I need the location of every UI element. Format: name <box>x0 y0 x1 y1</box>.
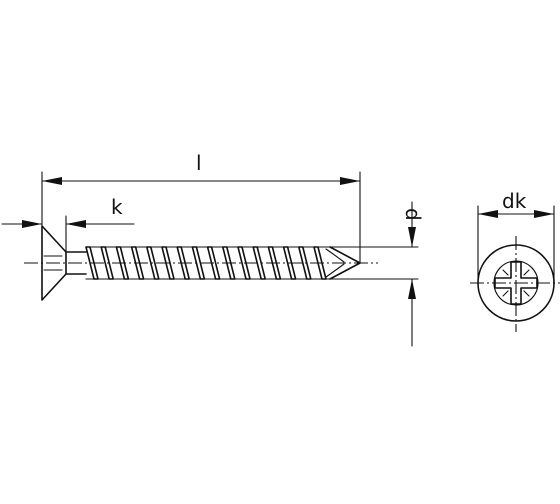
diameter-label: d <box>401 208 425 221</box>
dk-arrow-left <box>478 210 498 218</box>
thread-crest <box>130 246 145 280</box>
thread-crest <box>298 246 312 280</box>
thread-crest <box>267 246 282 280</box>
k-arrow-right <box>66 220 86 228</box>
l-arrow-right <box>340 177 360 185</box>
head-height-label: k <box>111 195 123 219</box>
d-arrow-top <box>408 227 416 247</box>
thread-crest <box>237 246 251 280</box>
tip-thread <box>325 248 345 278</box>
thread-crest <box>252 246 266 280</box>
thread-crest <box>85 246 99 280</box>
pozidriv-tick-2 <box>502 269 509 276</box>
pozidriv-cross-icon <box>494 261 538 305</box>
thread-crest <box>313 246 327 280</box>
screw-side-view: l k d <box>1 151 425 347</box>
thread-crest <box>161 246 175 280</box>
head-diameter-label: dk <box>502 189 527 213</box>
pozidriv-tick-1 <box>523 269 530 276</box>
thread-crest <box>282 246 297 280</box>
dk-arrow-right <box>534 210 554 218</box>
d-arrow-bottom <box>408 279 416 299</box>
thread-crest <box>146 246 160 280</box>
thread-crest <box>222 246 236 280</box>
head-inner-circle <box>493 260 539 306</box>
thread-crest <box>115 246 130 280</box>
thread-crest <box>191 246 206 280</box>
thread-crest <box>176 246 190 280</box>
thread-crest <box>206 246 221 280</box>
length-label: l <box>196 151 202 175</box>
pozidriv-tick-3 <box>523 290 530 297</box>
l-arrow-left <box>42 177 62 185</box>
thread-crests <box>85 246 327 280</box>
pozidriv-tick-4 <box>502 290 509 297</box>
pozidriv-head-view: dk <box>470 189 560 332</box>
thread-crest <box>100 246 114 280</box>
k-arrow-left <box>22 220 42 228</box>
